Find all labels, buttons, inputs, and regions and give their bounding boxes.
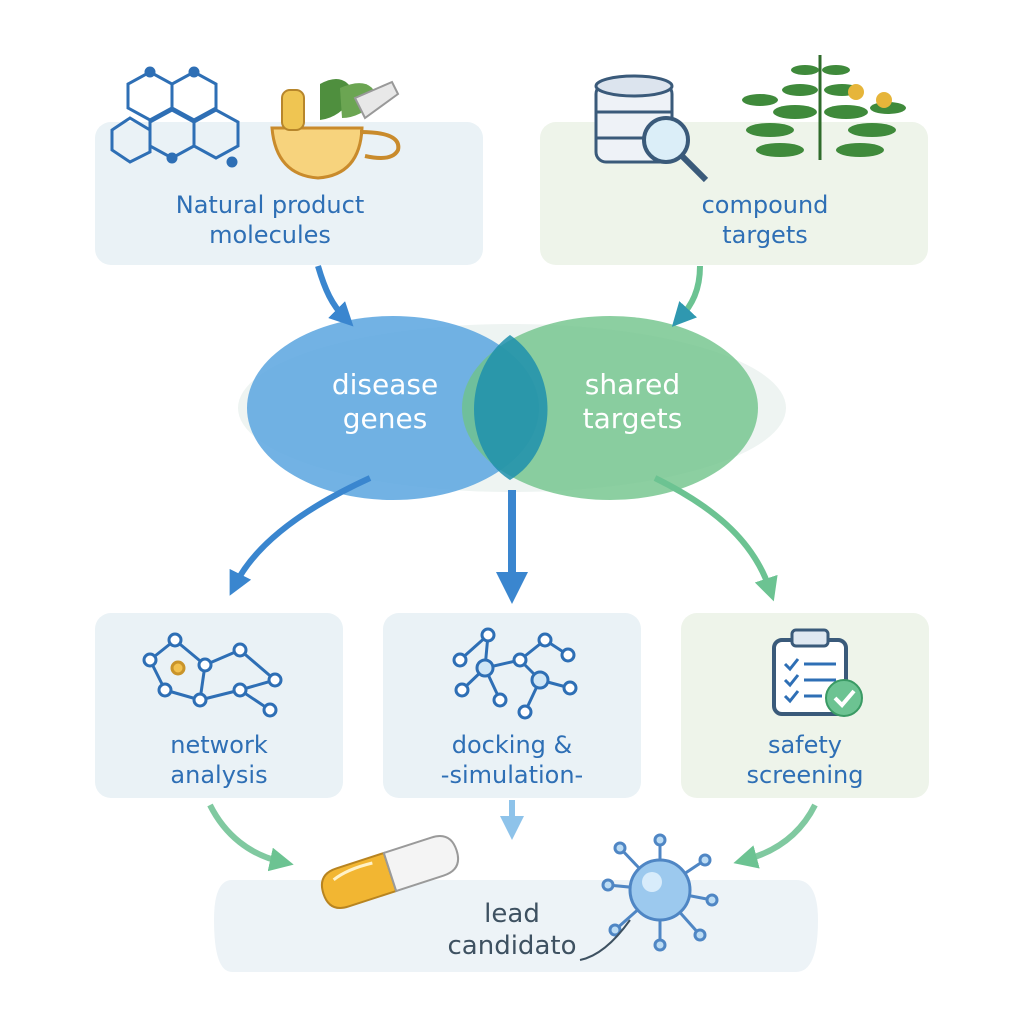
network-graph-icon xyxy=(142,632,283,718)
node-compound-targets: compound targets xyxy=(620,190,910,250)
node-safety-line1: safety xyxy=(767,731,843,759)
node-network-line2: analysis xyxy=(170,761,268,789)
node-docking-line1: docking & xyxy=(451,731,573,759)
capsule-icon xyxy=(320,835,460,909)
node-natural-products: Natural product molecules xyxy=(110,190,430,250)
virus-cell-icon xyxy=(579,833,719,961)
molecule-icon xyxy=(110,66,240,168)
herb-bowl-icon xyxy=(270,78,401,180)
venn-disease-line1: disease xyxy=(331,368,439,401)
venn-label-disease-genes: disease genes xyxy=(300,368,470,436)
node-lead-line2: candidato xyxy=(447,931,577,961)
venn-disease-genes xyxy=(247,316,539,500)
arrow-venn-to-safety xyxy=(653,475,778,602)
node-safety: safety screening xyxy=(696,730,914,790)
arrow-compound-to-venn xyxy=(671,265,703,327)
clipboard-check-icon xyxy=(772,628,863,717)
node-docking-line2: -simulation- xyxy=(440,761,584,789)
venn-shared-line1: shared xyxy=(584,368,681,401)
arrow-safety-to-lead xyxy=(733,803,818,869)
arrow-venn-to-network xyxy=(229,475,372,596)
card-docking xyxy=(383,613,641,798)
node-lead-line1: lead xyxy=(484,899,540,929)
venn-shared-line2: targets xyxy=(582,402,683,435)
venn-shared-targets xyxy=(462,316,758,500)
venn-disease-line2: genes xyxy=(342,402,428,435)
arrow-natural-to-venn xyxy=(315,265,354,327)
docking-graph-icon xyxy=(452,627,578,720)
node-network-line1: network xyxy=(170,731,268,759)
node-natural-products-line1: Natural product xyxy=(175,191,365,219)
venn-label-shared-targets: shared targets xyxy=(545,368,720,436)
node-network-analysis: network analysis xyxy=(110,730,328,790)
database-search-icon xyxy=(594,74,709,183)
venn-overlap xyxy=(474,335,548,480)
node-compound-targets-line1: compound xyxy=(701,191,829,219)
node-safety-line2: screening xyxy=(746,761,864,789)
arrow-network-to-lead xyxy=(207,803,294,872)
node-docking: docking & -simulation- xyxy=(398,730,626,790)
node-compound-targets-line2: targets xyxy=(722,221,808,249)
fern-plant-icon xyxy=(742,55,906,160)
node-lead-candidate: lead candidato xyxy=(392,898,632,962)
node-natural-products-line2: molecules xyxy=(209,221,331,249)
